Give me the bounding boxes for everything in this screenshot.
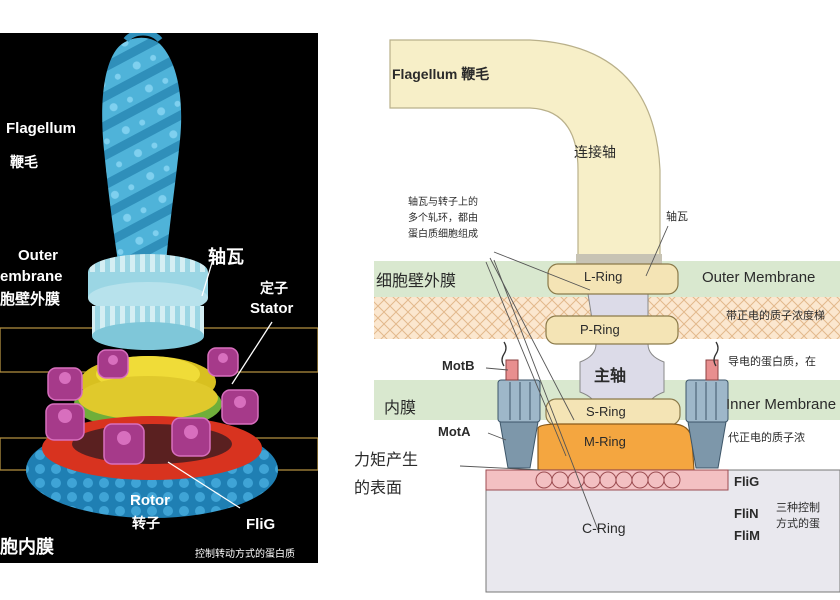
flagellum-label: Flagellum 鞭毛 <box>392 66 490 82</box>
torque-surface-label-2: 的表面 <box>354 480 403 497</box>
control-protein-footnote: 控制转动方式的蛋白质 <box>195 549 295 560</box>
stator-label-cn: 定子 <box>260 280 288 296</box>
motor-schematic <box>374 39 840 593</box>
schematic-leader-lines <box>459 225 669 531</box>
flig-label-left: FliG <box>246 516 276 533</box>
p-ring <box>545 315 679 345</box>
hook-joint <box>576 254 662 266</box>
flin-label: FliN <box>734 506 759 521</box>
rotor-label-en: Rotor <box>130 492 170 509</box>
l-ring-label: L-Ring <box>584 269 623 284</box>
p-ring-label: P-Ring <box>580 322 620 337</box>
cell-wall-outer-label: 细胞壁外膜 <box>376 273 457 290</box>
rotor-ring-middle <box>78 376 218 420</box>
stator-label-en: Stator <box>250 300 294 317</box>
flig-bumps <box>535 471 681 489</box>
positive-gradient-note: 带正电的质子浓度梯 <box>726 310 825 322</box>
bushing-label-right: 轴瓦 <box>666 211 688 223</box>
outer-membrane-plane <box>0 327 318 373</box>
hook-label: 连接轴 <box>574 144 616 160</box>
c-ring-label: C-Ring <box>582 520 626 536</box>
three-control-note-2: 方式的蛋 <box>776 518 820 530</box>
mota-label: MotA <box>438 424 471 439</box>
flig-label: FliG <box>734 474 760 489</box>
outer-membrane-label-en-1: Outer <box>18 247 59 264</box>
p-ring-bottom <box>92 322 204 350</box>
flig-pointer <box>167 461 241 509</box>
outer-membrane-label-cn: 胞壁外膜 <box>0 291 61 308</box>
flagellum-tube <box>389 39 661 263</box>
stator-left <box>497 341 541 469</box>
bushing-pointer <box>201 255 215 297</box>
s-ring-label: S-Ring <box>586 404 626 419</box>
bushing-note-line-2: 多个轧环，都由 <box>408 213 478 224</box>
stator-right <box>685 341 729 469</box>
inner-membrane-label-cn: 内膜 <box>384 400 417 417</box>
main-shaft-label: 主轴 <box>594 368 627 385</box>
inner-membrane-label-left: 胞内膜 <box>0 537 54 557</box>
flagellum-filament <box>102 37 182 262</box>
flagellum-label-en: Flagellum <box>6 120 77 137</box>
torque-surface-label-1: 力矩产生 <box>354 452 419 469</box>
conductive-protein-note: 导电的蛋白质，在 <box>728 356 816 368</box>
motor-schematic-panel: Flagellum 鞭毛 连接轴 轴瓦与转子上的 多个轧环，都由 蛋白质细胞组成… <box>332 32 840 598</box>
outer-membrane-label: Outer Membrane <box>702 269 816 286</box>
m-ring-label: M-Ring <box>584 434 626 449</box>
stator-pointer <box>231 321 273 385</box>
flagellum-tip <box>123 33 163 43</box>
bushing-label: 轴瓦 <box>208 247 244 267</box>
outer-membrane-label-en-2: embrane <box>0 268 63 285</box>
flagellum-label-cn: 鞭毛 <box>10 154 38 170</box>
motb-label: MotB <box>442 358 475 373</box>
rotor-label-cn: 转子 <box>132 515 160 531</box>
positive-proton-note: 代正电的质子浓 <box>728 432 805 444</box>
motor-3d-illustration <box>0 33 318 518</box>
flim-label: FliM <box>734 528 760 543</box>
bushing-note-line-3: 蛋白质细胞组成 <box>408 229 478 240</box>
three-control-note-1: 三种控制 <box>776 502 820 514</box>
bushing-note-line-1: 轴瓦与转子上的 <box>408 197 478 208</box>
inner-membrane-label: Inner Membrane <box>726 396 837 413</box>
motor-3d-panel: Flagellum 鞭毛 Outer embrane 胞壁外膜 轴瓦 定子 St… <box>0 33 318 563</box>
stator-unit-highlights <box>58 353 246 445</box>
